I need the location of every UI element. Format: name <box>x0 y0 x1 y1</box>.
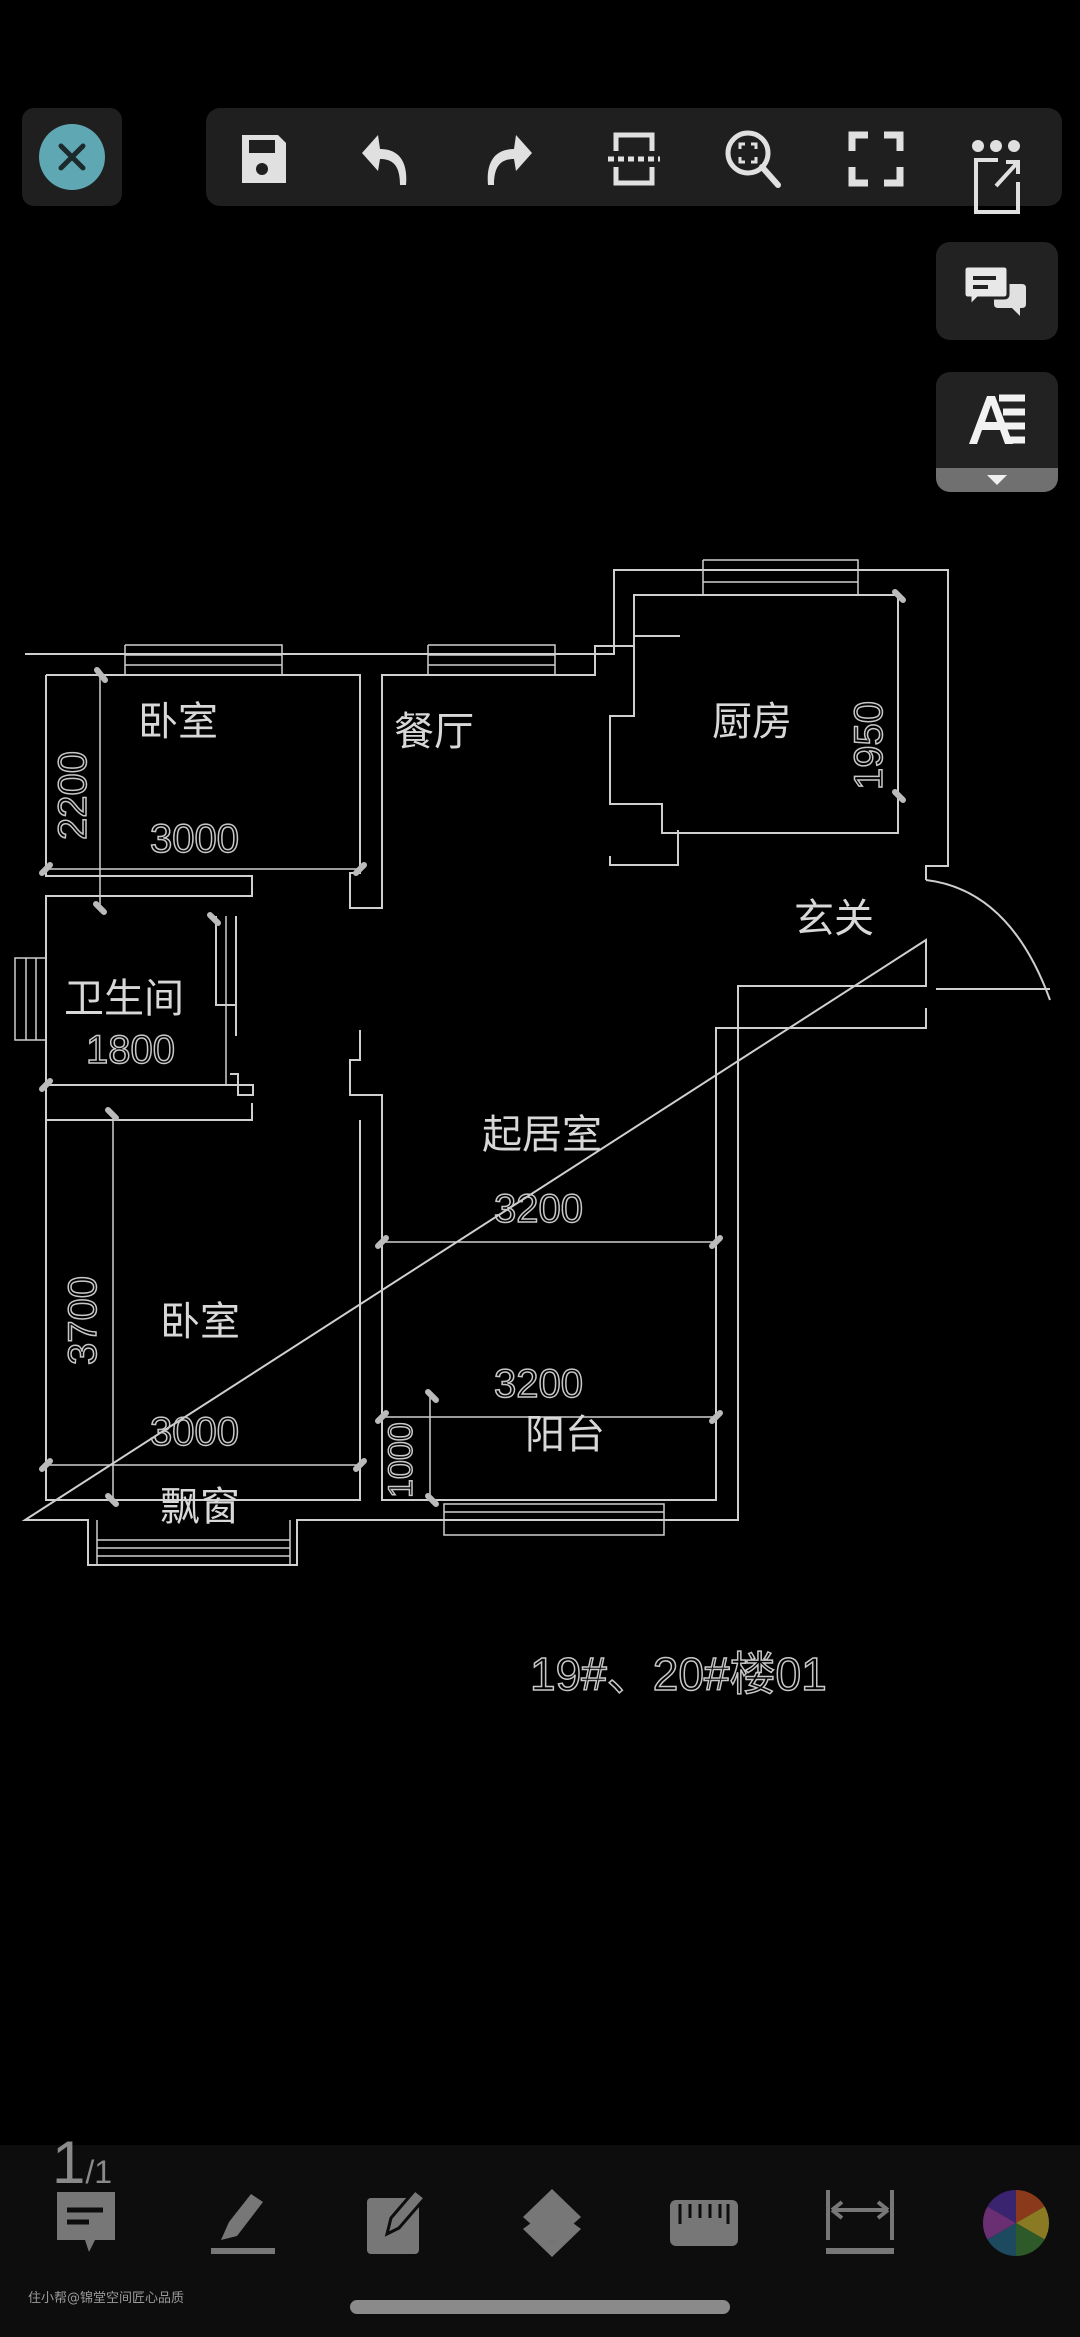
layers-button[interactable] <box>512 2183 592 2263</box>
fullscreen-button[interactable] <box>840 126 912 192</box>
fullscreen-icon <box>848 131 904 187</box>
floor-plan-canvas[interactable]: 卧室 餐厅 厨房 玄关 卫生间 起居室 卧室 阳台 飘窗 3000 2200 1… <box>0 540 1080 2290</box>
edit-note-icon <box>367 2188 428 2254</box>
room-label-kitchen: 厨房 <box>712 699 792 745</box>
export-share-icon <box>972 140 1020 214</box>
drawing-caption: 19#、20#楼01 <box>530 1648 827 1700</box>
page-separator: / <box>85 2154 95 2190</box>
room-labels: 卧室 餐厅 厨房 玄关 卫生间 起居室 卧室 阳台 飘窗 <box>64 699 874 1530</box>
note-comment-icon <box>57 2192 115 2252</box>
dim-balcony-height: 1000 <box>382 1422 420 1498</box>
text-format-icon <box>969 394 1025 444</box>
edit-button[interactable] <box>356 2183 436 2263</box>
dimension-lines <box>39 589 906 1507</box>
zoom-window-button[interactable] <box>718 126 790 192</box>
text-style-dropdown[interactable] <box>936 468 1058 492</box>
text-style-button[interactable] <box>936 372 1058 492</box>
layers-icon <box>523 2189 581 2257</box>
dim-bedroom-bottom-width: 3000 <box>150 1410 239 1454</box>
floppy-disk-icon <box>242 135 286 183</box>
page-total: 1 <box>94 2154 113 2190</box>
draw-button[interactable] <box>202 2183 282 2263</box>
dim-bedroom-top-height: 2200 <box>51 751 95 840</box>
dimension-labels: 3000 2200 1950 1800 3200 3200 1000 3700 … <box>50 700 892 1498</box>
close-button[interactable] <box>39 124 105 190</box>
room-label-living: 起居室 <box>482 1112 602 1158</box>
measure-button[interactable] <box>664 2183 744 2263</box>
text-style-icon-wrap <box>967 372 1027 468</box>
chevron-down-icon <box>987 475 1007 485</box>
redo-arrow-icon <box>487 135 532 185</box>
room-label-bedroom-bottom: 卧室 <box>160 1299 240 1345</box>
ruler-icon <box>670 2200 738 2246</box>
dim-bedroom-top-width: 3000 <box>150 817 239 861</box>
undo-arrow-icon <box>362 135 407 185</box>
pencil-icon <box>211 2190 275 2254</box>
split-screen-icon <box>608 132 660 186</box>
dim-bedroom-bottom-height: 3700 <box>61 1276 105 1365</box>
split-view-button[interactable] <box>598 126 670 192</box>
undo-button[interactable] <box>346 126 418 192</box>
color-wheel-icon <box>982 2190 1050 2256</box>
close-icon <box>58 143 86 171</box>
room-label-bay-window: 飘窗 <box>160 1484 240 1530</box>
zoom-extent-icon <box>725 130 781 188</box>
chat-bubbles-icon <box>964 264 1026 316</box>
top-toolbar <box>206 108 1062 214</box>
redo-button[interactable] <box>476 126 548 192</box>
watermark: 住小帮@锦堂空间匠心品质 <box>28 2291 185 2306</box>
dim-balcony-width: 3200 <box>494 1362 583 1406</box>
comments-button[interactable] <box>936 242 1058 340</box>
room-label-bathroom: 卫生间 <box>64 976 184 1022</box>
room-label-entrance: 玄关 <box>794 896 874 942</box>
save-button[interactable] <box>228 126 300 192</box>
dimension-arrow-icon <box>826 2190 894 2254</box>
page-current: 1 <box>52 2129 86 2196</box>
room-label-balcony: 阳台 <box>525 1412 605 1458</box>
share-button[interactable] <box>962 138 1034 218</box>
dimension-button[interactable] <box>820 2183 900 2263</box>
room-label-bedroom-top: 卧室 <box>138 699 218 745</box>
page-indicator: 1/1 <box>52 2128 112 2197</box>
dim-living-width: 3200 <box>494 1187 583 1231</box>
close-button-container <box>22 108 122 206</box>
dim-kitchen-height: 1950 <box>847 701 891 790</box>
annotation-button[interactable] <box>46 2183 126 2263</box>
home-indicator[interactable] <box>350 2300 730 2314</box>
color-button[interactable] <box>976 2183 1056 2263</box>
dim-bathroom-width: 1800 <box>86 1028 175 1072</box>
room-label-dining: 餐厅 <box>394 709 474 755</box>
walls <box>21 569 1051 1566</box>
windows <box>14 559 859 1565</box>
